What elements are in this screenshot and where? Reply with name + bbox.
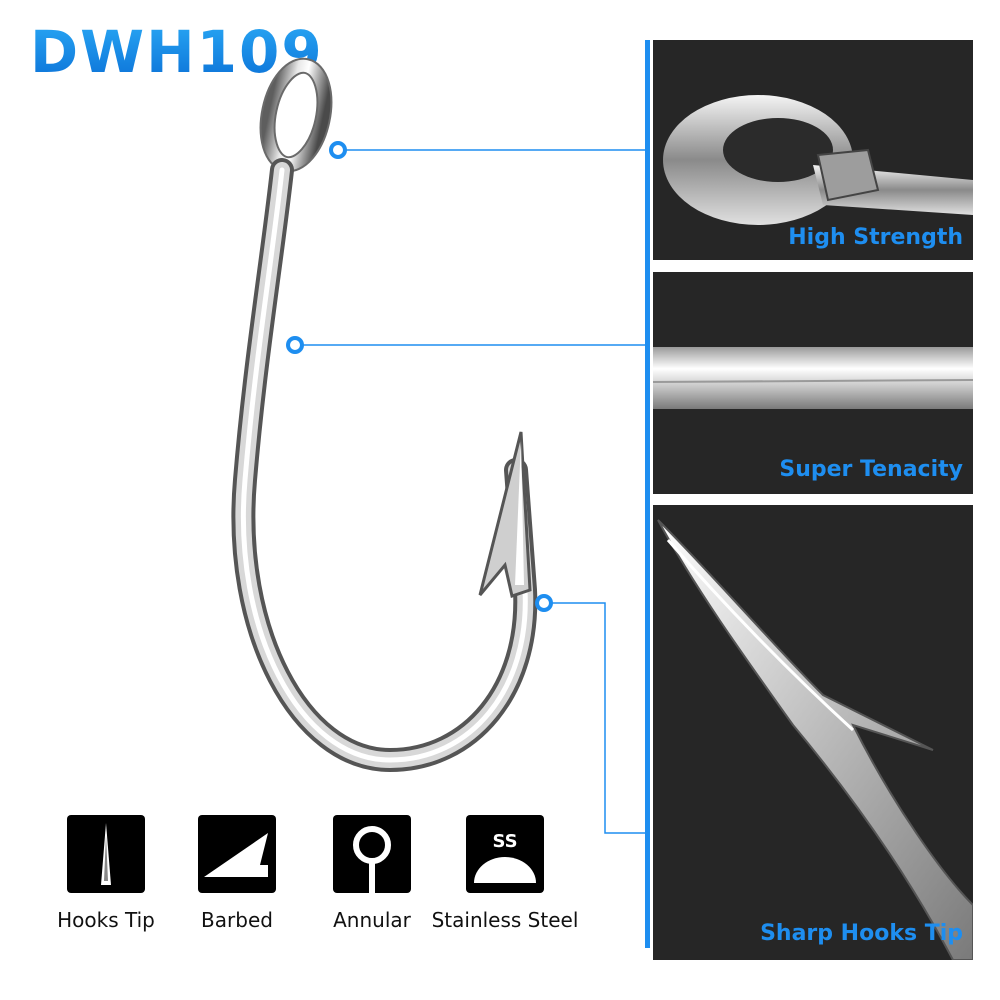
divider-bar xyxy=(645,40,650,948)
fish-hook-image xyxy=(231,57,650,834)
feature-label: Barbed xyxy=(201,908,273,932)
hook-barb-closeup-image xyxy=(657,519,973,960)
feature-label: Stainless Steel xyxy=(431,908,579,932)
panel-sharp-hooks-tip: Sharp Hooks Tip xyxy=(653,505,973,960)
stainless-steel-icon-text: SS xyxy=(492,831,517,852)
barb-icon xyxy=(198,815,276,893)
panel-label: High Strength xyxy=(788,225,963,250)
product-title: DWH109 xyxy=(30,18,324,86)
panel-high-strength: High Strength xyxy=(653,40,973,260)
panel-super-tenacity: Super Tenacity xyxy=(653,272,973,494)
hook-tip-icon xyxy=(67,815,145,893)
panel-label: Super Tenacity xyxy=(779,457,963,482)
feature-label: Annular xyxy=(333,908,411,932)
hook-shank-closeup-image xyxy=(653,347,973,409)
panel-label: Sharp Hooks Tip xyxy=(760,921,963,946)
stainless-steel-icon: SS xyxy=(466,815,544,893)
feature-label: Hooks Tip xyxy=(57,908,155,932)
ring-eye-icon xyxy=(333,815,411,893)
hook-eye-closeup-image xyxy=(663,95,973,225)
